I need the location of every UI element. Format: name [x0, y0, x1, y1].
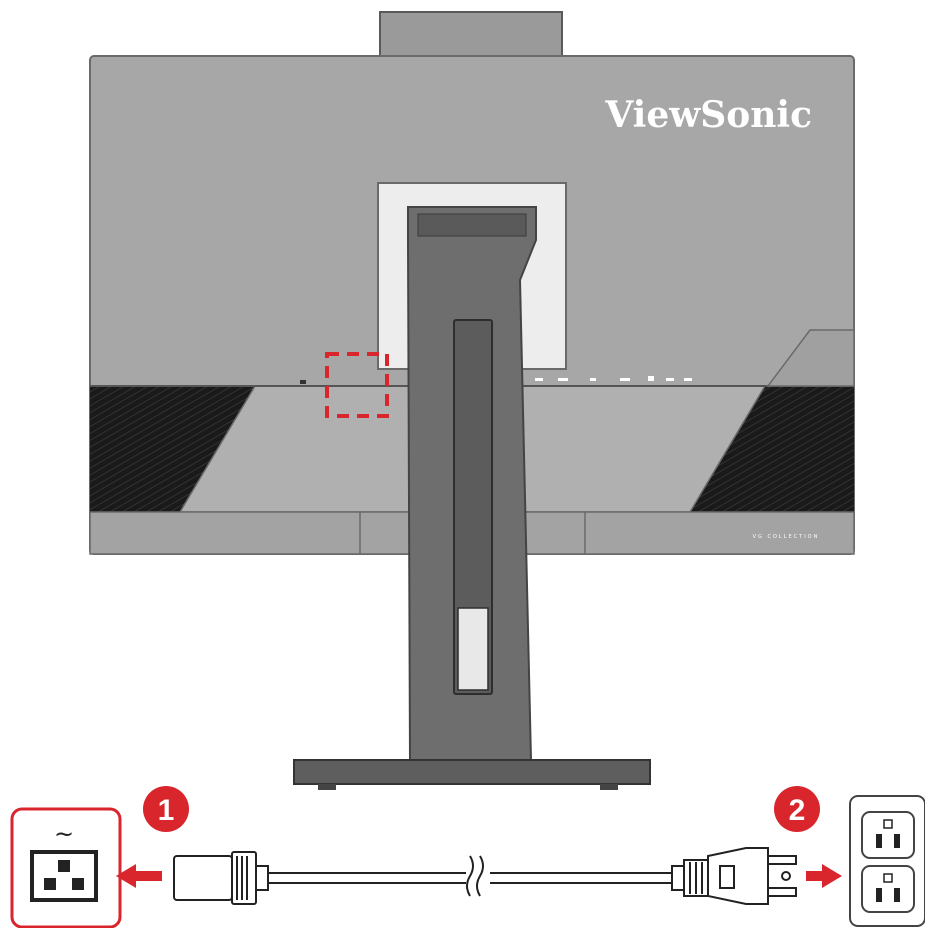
- iec-plug: [173, 851, 269, 905]
- step-1-callout: 1: [143, 786, 189, 832]
- port-icons: [535, 376, 692, 381]
- vent-right: [690, 386, 854, 512]
- wall-outlet: [849, 795, 925, 927]
- arrow-left: [116, 864, 162, 888]
- step-2-callout: 2: [774, 786, 820, 832]
- series-label: VG COLLECTION: [753, 534, 820, 540]
- vent-left: [90, 386, 255, 512]
- ac-symbol: ~: [54, 820, 74, 848]
- power-cable: [268, 855, 672, 897]
- arrow-right: [806, 864, 842, 888]
- stand-top: [379, 11, 563, 61]
- svg-text:2: 2: [789, 794, 806, 827]
- brand-logo: ViewSonic: [604, 94, 812, 136]
- svg-text:1: 1: [158, 794, 175, 827]
- power-port-highlight: [325, 352, 389, 418]
- ac-inlet-port: ~: [10, 807, 122, 928]
- cable-slot: [453, 319, 493, 695]
- stand-neck: [407, 206, 537, 761]
- stand-base: [293, 759, 651, 790]
- wall-plug: [671, 847, 797, 905]
